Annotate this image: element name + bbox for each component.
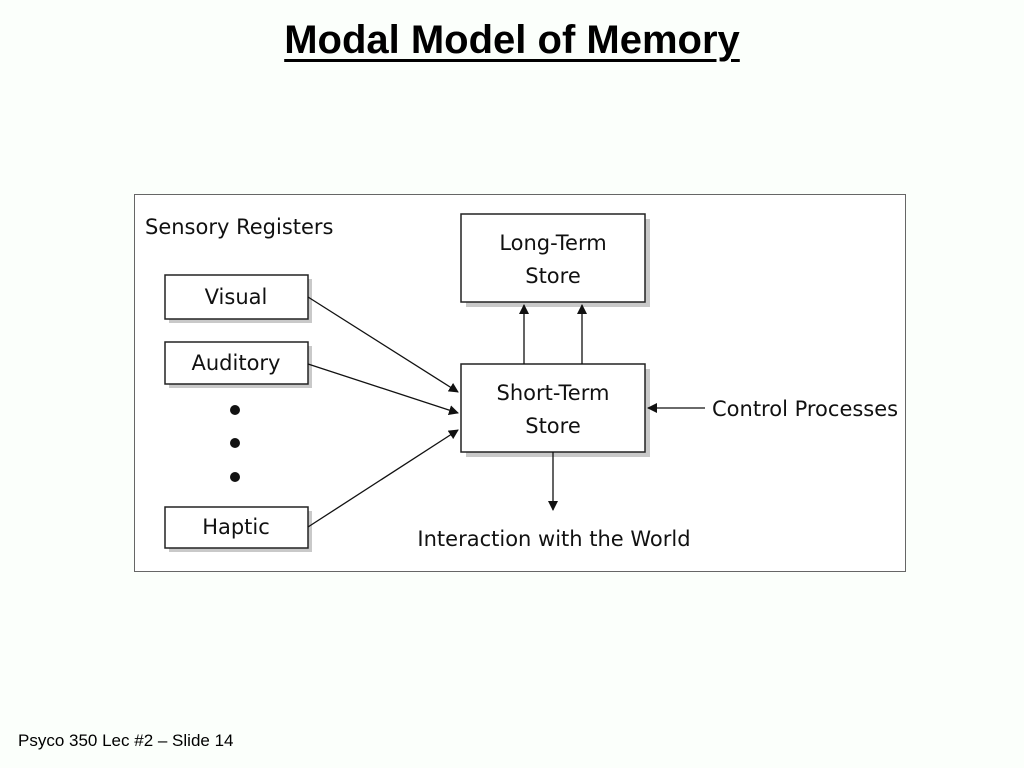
auditory-register-label: Auditory	[192, 351, 281, 375]
haptic-register-label: Haptic	[202, 515, 270, 539]
visual-to-sts-arrow	[307, 296, 459, 393]
visual-register-label: Visual	[205, 285, 268, 309]
short-term-store-line1: Short-Term	[497, 381, 610, 405]
ellipsis-dots	[230, 405, 240, 482]
long-term-store-box: Long-Term Store	[460, 213, 650, 307]
slide-footer: Psyco 350 Lec #2 – Slide 14	[18, 731, 234, 750]
visual-register-box: Visual	[164, 274, 312, 323]
haptic-register-box: Haptic	[164, 506, 312, 552]
interaction-label: Interaction with the World	[417, 527, 690, 551]
short-term-store-line2: Store	[525, 414, 581, 438]
long-term-store-line2: Store	[525, 264, 581, 288]
sensory-registers-label: Sensory Registers	[145, 215, 334, 239]
long-term-store-line1: Long-Term	[499, 231, 606, 255]
auditory-to-sts-arrow	[307, 363, 459, 415]
control-processes-label: Control Processes	[712, 397, 898, 421]
slide-title: Modal Model of Memory	[284, 18, 740, 62]
auditory-register-box: Auditory	[164, 341, 312, 388]
short-term-store-box: Short-Term Store	[460, 363, 650, 457]
haptic-to-sts-arrow	[307, 429, 459, 528]
